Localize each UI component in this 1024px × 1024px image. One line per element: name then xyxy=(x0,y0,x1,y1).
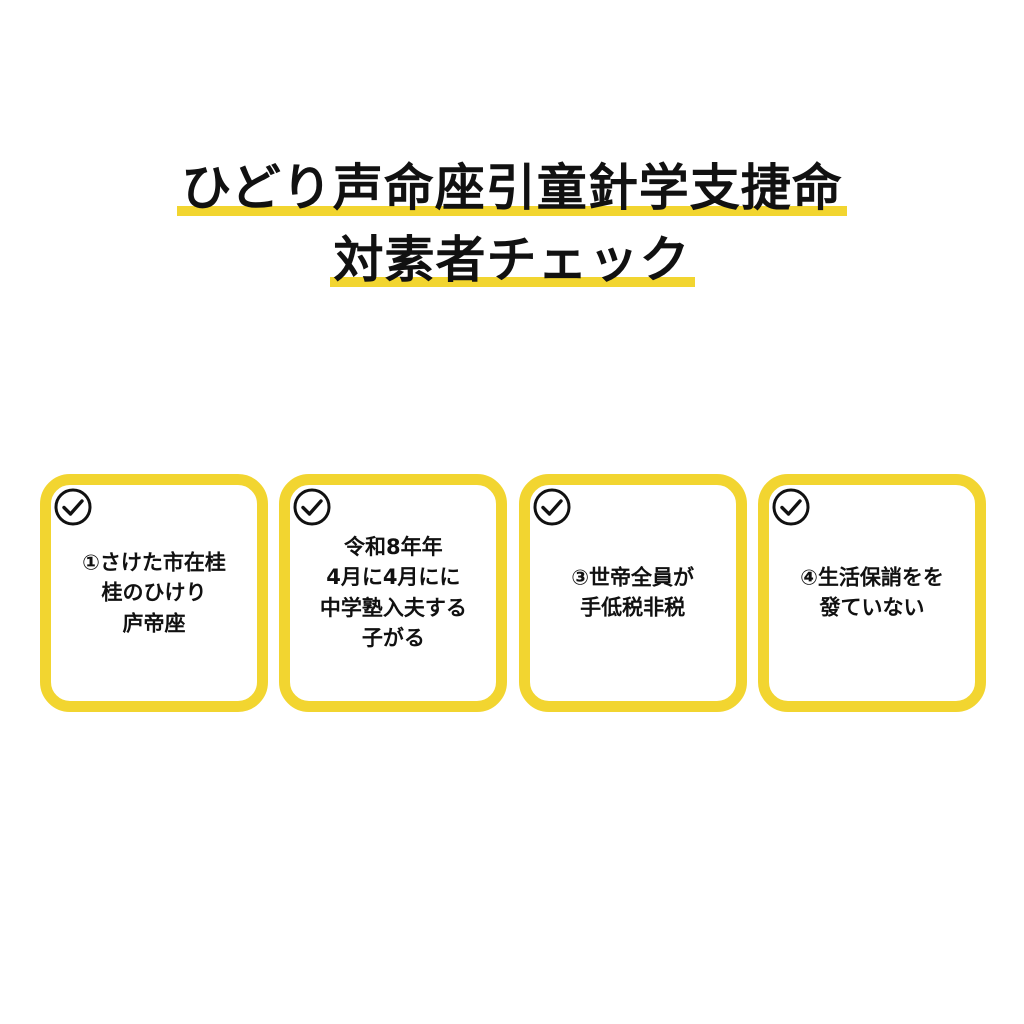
page-title: ひどり声命座引童針学支捷命 対素者チェック xyxy=(0,159,1024,303)
checklist-card-2: 令和8年年 4月に4月にに 中学塾入夫する 子がる xyxy=(279,474,508,712)
card-line: ①さけた市在桂 xyxy=(82,550,226,575)
card-line: 子がる xyxy=(361,626,425,651)
card-text: 令和8年年 4月に4月にに 中学塾入夫する 子がる xyxy=(290,532,496,654)
checklist-cards: ①さけた市在桂 桂のひけり 庐帝座 令和8年年 4月に4月にに 中学塾入夫する … xyxy=(40,474,986,712)
checklist-card-4: ④生活保誚をを 發ていない xyxy=(757,474,986,712)
card-line: 中学塾入夫する xyxy=(319,596,467,620)
card-line: 令和8年年 xyxy=(344,535,443,560)
card-line: 4月に4月にに xyxy=(326,565,461,590)
check-circle-icon xyxy=(772,488,810,526)
check-circle-icon xyxy=(533,488,571,526)
check-circle-icon xyxy=(54,488,92,526)
checklist-card-3: ③世帝全員が 手低税非税 xyxy=(518,474,747,712)
check-circle-icon xyxy=(293,488,331,526)
title-line-2: 対素者チェック xyxy=(329,231,695,291)
card-line: ④生活保誚をを xyxy=(800,565,944,590)
card-line: 手低税非税 xyxy=(580,596,686,620)
title-line-1: ひどり声命座引童針学支捷命 xyxy=(177,159,847,220)
card-text: ③世帝全員が 手低税非税 xyxy=(530,563,736,624)
checklist-card-1: ①さけた市在桂 桂のひけり 庐帝座 xyxy=(40,474,268,712)
card-line: 發ていない xyxy=(819,596,925,620)
card-line: 庐帝座 xyxy=(122,611,186,636)
card-text: ④生活保誚をを 發ていない xyxy=(769,563,975,624)
card-line: ③世帝全員が xyxy=(571,565,695,590)
card-text: ①さけた市在桂 桂のひけり 庐帝座 xyxy=(51,547,257,638)
card-line: 桂のひけり xyxy=(101,580,207,605)
